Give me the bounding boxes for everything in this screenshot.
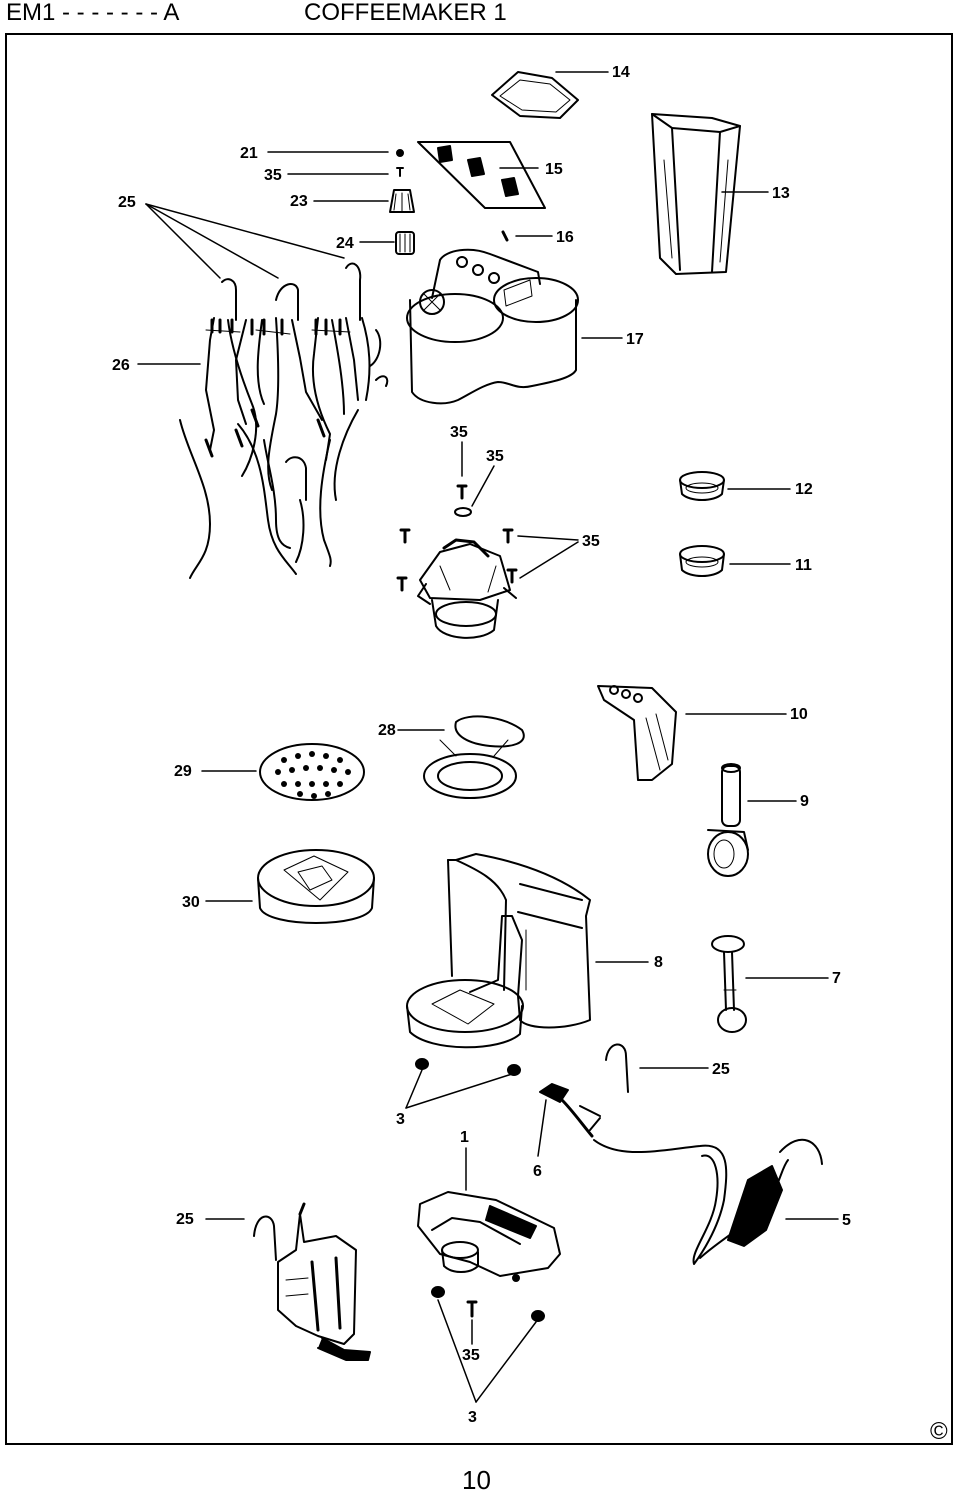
part-filter-lid [491,71,579,119]
callout-11: 11 [795,557,812,574]
copyright-symbol: © [930,1418,948,1445]
callout-25: 25 [118,194,136,211]
page-number: 10 [462,1465,491,1495]
model-code: EM1 - - - - - - - A [6,0,180,26]
part-cord-connector [539,1083,601,1138]
part-seal-ring-bottom [679,545,725,577]
callout-3: 3 [396,1111,405,1128]
callout-21: 21 [240,145,258,162]
part-knob [389,189,415,213]
part-power-cord [593,1139,823,1265]
callout-28: 28 [378,722,396,739]
part-rubber-foot [531,1310,545,1322]
part-shaft-knob [395,231,415,255]
callout-9: 9 [800,793,809,810]
callout-3: 3 [468,1409,477,1426]
callout-35: 35 [486,448,504,465]
callout-12: 12 [795,481,813,498]
part-lever [711,935,747,1033]
part-screw [502,528,514,544]
part-wiring-harness [179,262,389,579]
callout-29: 29 [174,763,192,780]
part-top-housing [406,248,579,405]
callout-17: 17 [626,331,644,348]
callout-16: 16 [556,229,574,246]
callout-14: 14 [612,64,630,81]
part-water-tank [651,113,741,275]
callout-35: 35 [462,1347,480,1364]
callout-24: 24 [336,235,354,252]
part-small-pin [501,230,509,242]
part-heater-assembly [417,538,517,639]
diagram-frame [5,33,953,1445]
part-screw [396,576,408,592]
callout-7: 7 [832,970,841,987]
callout-35: 35 [582,533,600,550]
callout-13: 13 [772,185,790,202]
callout-15: 15 [545,161,563,178]
part-wire-clip [605,1043,629,1093]
callout-25: 25 [712,1061,730,1078]
part-screw [466,1300,478,1318]
callout-23: 23 [290,193,308,210]
part-rubber-foot [507,1064,521,1076]
callout-1: 1 [460,1129,469,1146]
callout-35: 35 [264,167,282,184]
part-spray-disk [259,743,365,801]
part-rubber-foot [431,1286,445,1298]
callout-10: 10 [790,706,808,723]
page-title: COFFEEMAKER 1 [304,0,507,26]
callout-8: 8 [654,954,663,971]
part-valve [707,763,749,877]
part-small-washer [396,149,404,157]
callout-5: 5 [842,1212,851,1229]
part-o-ring [454,507,472,517]
part-seal-ring-top [679,471,725,501]
callout-35: 35 [450,424,468,441]
part-bracket [597,685,677,781]
leader-lines [137,71,839,1403]
callout-26: 26 [112,357,130,374]
part-main-body [406,853,591,1049]
part-screw [456,484,468,500]
part-rubber-foot [415,1058,429,1070]
part-screw [396,167,404,177]
callout-25: 25 [176,1211,194,1228]
callout-6: 6 [533,1163,542,1180]
part-screw [506,568,518,584]
part-terminal-block [277,1202,371,1361]
part-screw [399,528,411,544]
part-wire-clip [253,1215,277,1261]
part-gasket [423,715,525,799]
callout-30: 30 [182,894,200,911]
part-switch-panel [417,141,546,209]
part-filter-basket [257,849,375,924]
part-base-plate [417,1191,561,1282]
